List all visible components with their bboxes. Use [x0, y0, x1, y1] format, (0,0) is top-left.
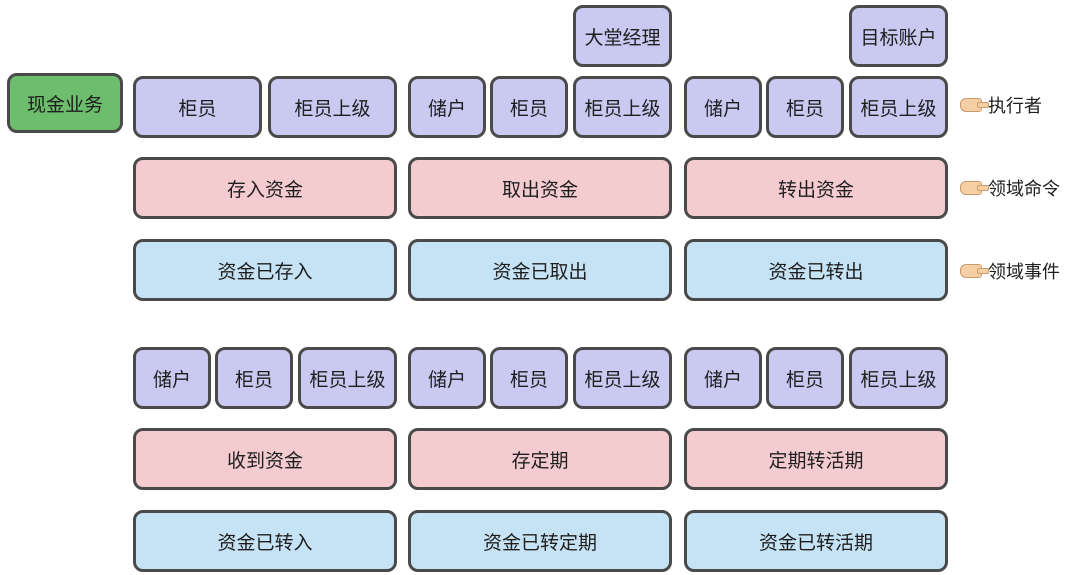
actor-teller: 柜员: [766, 76, 844, 138]
actor-target-account: 目标账户: [849, 5, 948, 67]
command-fixed-deposit: 存定期: [408, 428, 672, 490]
event-funds-withdrawn: 资金已取出: [408, 239, 672, 301]
actor-depositor: 储户: [684, 76, 762, 138]
legend-command: 领域命令: [960, 175, 1060, 201]
actor-teller: 柜员: [490, 76, 568, 138]
actor-teller: 柜员: [490, 347, 568, 409]
actor-depositor: 储户: [408, 347, 486, 409]
event-funds-transferred-in: 资金已转入: [133, 510, 397, 572]
actor-depositor: 储户: [408, 76, 486, 138]
pointing-hand-icon: [960, 181, 989, 195]
command-receive-funds: 收到资金: [133, 428, 397, 490]
actor-depositor: 储户: [684, 347, 762, 409]
actor-teller-supervisor: 柜员上级: [849, 76, 948, 138]
command-deposit-funds: 存入资金: [133, 157, 397, 219]
event-funds-moved-to-fixed: 资金已转定期: [408, 510, 672, 572]
event-funds-deposited: 资金已存入: [133, 239, 397, 301]
actor-depositor: 储户: [133, 347, 211, 409]
actor-teller-supervisor: 柜员上级: [849, 347, 948, 409]
actor-teller: 柜员: [133, 76, 262, 138]
pointing-hand-icon: [960, 98, 989, 112]
legend-command-label: 领域命令: [988, 179, 1060, 200]
actor-teller-supervisor: 柜员上级: [573, 76, 672, 138]
actor-teller: 柜员: [215, 347, 293, 409]
legend-actor: 执行者: [960, 92, 1042, 118]
actor-teller-supervisor: 柜员上级: [268, 76, 397, 138]
actor-teller: 柜员: [766, 347, 844, 409]
legend-event-label: 领域事件: [988, 262, 1060, 283]
actor-teller-supervisor: 柜员上级: [573, 347, 672, 409]
event-funds-moved-to-current: 资金已转活期: [684, 510, 948, 572]
command-fixed-to-current: 定期转活期: [684, 428, 948, 490]
event-funds-transferred-out: 资金已转出: [684, 239, 948, 301]
actor-lobby-manager: 大堂经理: [573, 5, 672, 67]
legend-actor-label: 执行者: [988, 96, 1042, 117]
command-transfer-out-funds: 转出资金: [684, 157, 948, 219]
command-withdraw-funds: 取出资金: [408, 157, 672, 219]
pointing-hand-icon: [960, 264, 989, 278]
bounded-context-cash-business: 现金业务: [7, 73, 123, 133]
legend-event: 领域事件: [960, 258, 1060, 284]
actor-teller-supervisor: 柜员上级: [298, 347, 397, 409]
